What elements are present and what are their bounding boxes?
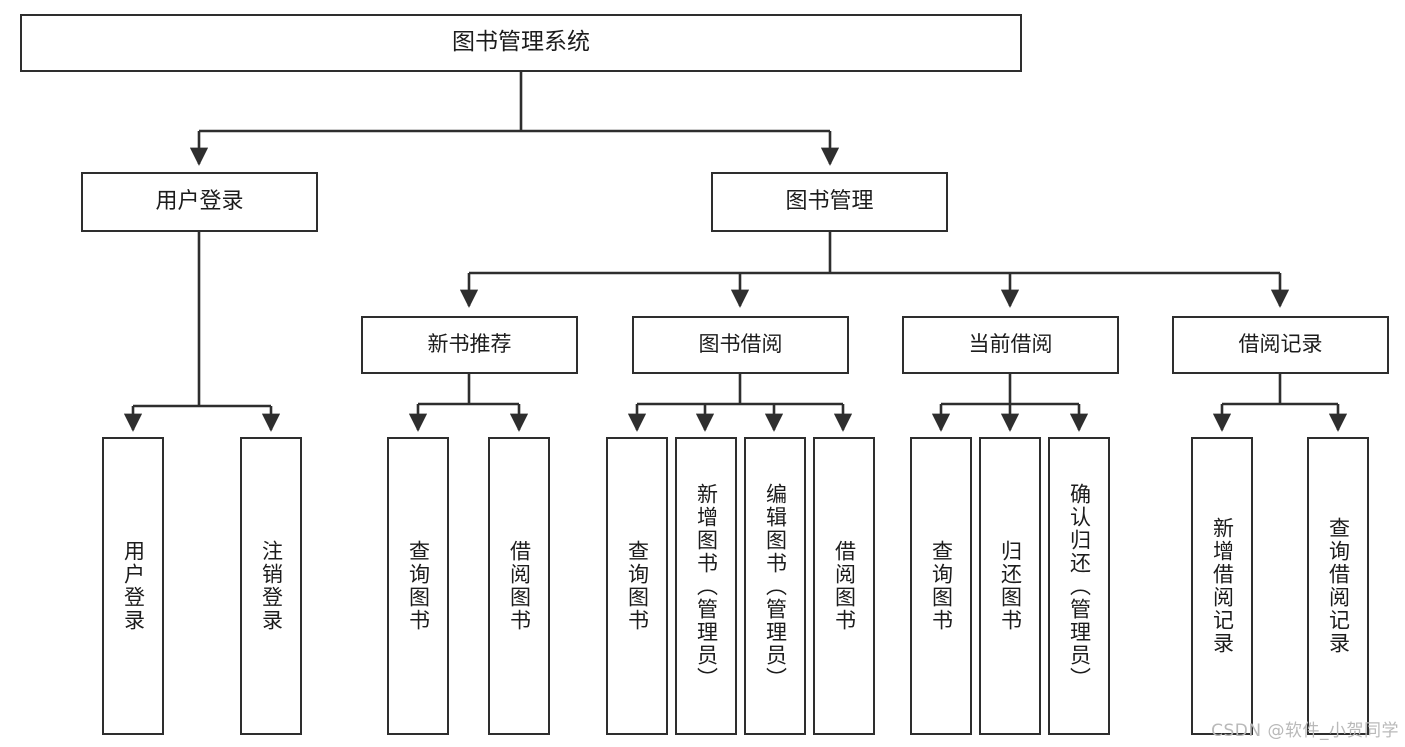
leaf-current-borrow-query-book[interactable]: 查询图书 (910, 437, 972, 735)
node-label: 借阅记录 (1238, 332, 1323, 357)
leaf-book-borrow-edit-book[interactable]: 编辑图书（管理员） (744, 437, 806, 735)
node-label: 新增图书（管理员） (694, 482, 719, 690)
node-label: 图书管理 (785, 188, 874, 214)
node-label: 查询图书 (406, 540, 431, 632)
leaf-borrow-record-query-record[interactable]: 查询借阅记录 (1307, 437, 1369, 735)
leaf-book-borrow-query-book[interactable]: 查询图书 (606, 437, 668, 735)
node-label: 当前借阅 (968, 332, 1053, 357)
node-label: 用户登录 (121, 540, 146, 632)
node-borrow-record[interactable]: 借阅记录 (1172, 316, 1389, 374)
node-root-system[interactable]: 图书管理系统 (20, 14, 1022, 72)
node-book-management[interactable]: 图书管理 (711, 172, 948, 232)
node-label: 借阅图书 (507, 540, 532, 632)
leaf-new-book-borrow-book[interactable]: 借阅图书 (488, 437, 550, 735)
leaf-book-borrow-borrow-book[interactable]: 借阅图书 (813, 437, 875, 735)
node-label: 用户登录 (155, 188, 244, 214)
node-label: 归还图书 (998, 540, 1023, 632)
leaf-user-login-logout[interactable]: 注销登录 (240, 437, 302, 735)
node-current-borrow[interactable]: 当前借阅 (902, 316, 1119, 374)
node-label: 查询图书 (625, 540, 650, 632)
leaf-current-borrow-confirm-return[interactable]: 确认归还（管理员） (1048, 437, 1110, 735)
leaf-borrow-record-add-record[interactable]: 新增借阅记录 (1191, 437, 1253, 735)
node-label: 查询借阅记录 (1326, 517, 1351, 655)
node-label: 新增借阅记录 (1210, 517, 1235, 655)
leaf-user-login-login[interactable]: 用户登录 (102, 437, 164, 735)
node-label: 图书管理系统 (452, 29, 590, 56)
node-label: 查询图书 (929, 540, 954, 632)
leaf-current-borrow-return-book[interactable]: 归还图书 (979, 437, 1041, 735)
node-label: 编辑图书（管理员） (763, 482, 788, 690)
node-label: 新书推荐 (427, 332, 512, 357)
node-user-login[interactable]: 用户登录 (81, 172, 318, 232)
node-label: 借阅图书 (832, 540, 857, 632)
node-label: 图书借阅 (698, 332, 783, 357)
node-label: 确认归还（管理员） (1067, 482, 1092, 690)
node-new-book-recommend[interactable]: 新书推荐 (361, 316, 578, 374)
leaf-new-book-query-book[interactable]: 查询图书 (387, 437, 449, 735)
node-book-borrow[interactable]: 图书借阅 (632, 316, 849, 374)
node-label: 注销登录 (259, 540, 284, 632)
leaf-book-borrow-add-book[interactable]: 新增图书（管理员） (675, 437, 737, 735)
